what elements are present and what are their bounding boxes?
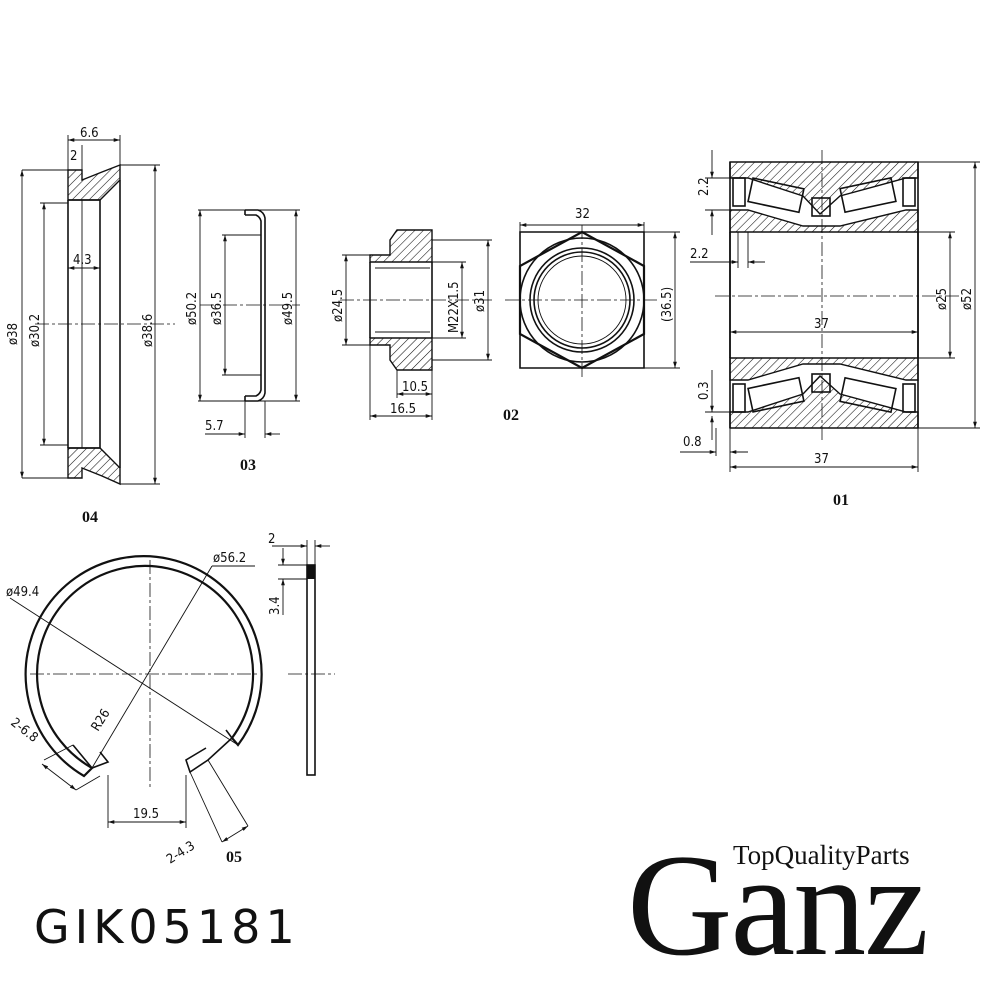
part-04-seal-ring: 6.6 2 4.3 ø38 ø30.2 ø38.6 04 bbox=[6, 126, 175, 526]
part-01-width-37-outer: 37 bbox=[814, 452, 829, 467]
part-01-hub-bearing: 2.2 2.2 0.3 0.8 37 37 ø25 ø52 01 bbox=[680, 150, 980, 509]
part-03-width-5-7: 5.7 bbox=[205, 419, 224, 434]
part-05-thickness-2: 2 bbox=[268, 532, 275, 547]
part-01-width-37-bore: 37 bbox=[814, 317, 829, 332]
part-05-height-3-4: 3.4 bbox=[268, 596, 283, 615]
part-02-length-10-5: 10.5 bbox=[402, 380, 428, 395]
part-02-thread-m22x1-5: M22X1.5 bbox=[447, 281, 462, 333]
part-02-diameter-24-5: ø24.5 bbox=[331, 289, 346, 322]
part-04-width-4-3: 4.3 bbox=[73, 253, 92, 268]
brand-logo-name: Ganz bbox=[627, 824, 929, 986]
part-05-label: 05 bbox=[226, 849, 242, 866]
part-05-diameter-56-2: ø56.2 bbox=[213, 551, 246, 566]
part-01-width-2-2-top: 2.2 bbox=[697, 177, 712, 196]
part-05-diameter-49-4: ø49.4 bbox=[6, 585, 39, 600]
part-05-radius-26: R26 bbox=[89, 707, 114, 734]
part-04-diameter-38: ø38 bbox=[6, 323, 21, 345]
part-05-gap-19-5: 19.5 bbox=[133, 807, 159, 822]
brand-tagline: TopQualityParts bbox=[733, 840, 910, 870]
part-04-label: 04 bbox=[82, 509, 98, 526]
part-03-diameter-50-2: ø50.2 bbox=[185, 292, 200, 325]
part-02-axle-nut-section: ø24.5 M22X1.5 ø31 10.5 16.5 bbox=[331, 229, 495, 420]
part-02-axle-nut-end-view: 32 (36.5) 02 bbox=[503, 207, 680, 424]
part-03-dust-cap: ø50.2 ø36.5 ø49.5 5.7 03 bbox=[185, 209, 300, 474]
part-02-diameter-36-5: (36.5) bbox=[660, 287, 675, 322]
part-05-slot-2-4-3: 2-4.3 bbox=[164, 839, 198, 868]
part-02-width-32: 32 bbox=[575, 207, 590, 222]
part-02-diameter-31: ø31 bbox=[473, 290, 488, 312]
part-05-circlip-side-view: 2 3.4 bbox=[268, 532, 335, 776]
part-04-width-6-6: 6.6 bbox=[80, 126, 99, 141]
part-03-diameter-49-5: ø49.5 bbox=[281, 292, 296, 325]
part-01-width-0-3: 0.3 bbox=[697, 381, 712, 400]
part-number: GIK05181 bbox=[34, 900, 300, 954]
part-03-diameter-36-5: ø36.5 bbox=[210, 292, 225, 325]
part-03-label: 03 bbox=[240, 457, 256, 474]
part-02-length-16-5: 16.5 bbox=[390, 402, 416, 417]
part-04-diameter-30-2: ø30.2 bbox=[28, 314, 43, 347]
part-05-circlip: ø49.4 ø56.2 R26 2-6.8 19.5 2-4.3 05 bbox=[6, 551, 263, 868]
part-01-diameter-52: ø52 bbox=[960, 288, 975, 310]
part-04-width-2: 2 bbox=[70, 149, 77, 164]
part-01-width-2-2-side: 2.2 bbox=[690, 247, 709, 262]
part-01-diameter-25: ø25 bbox=[935, 288, 950, 310]
part-01-width-0-8: 0.8 bbox=[683, 435, 702, 450]
part-02-label: 02 bbox=[503, 407, 519, 424]
part-04-diameter-38-6: ø38.6 bbox=[141, 314, 156, 347]
part-01-label: 01 bbox=[833, 492, 849, 509]
